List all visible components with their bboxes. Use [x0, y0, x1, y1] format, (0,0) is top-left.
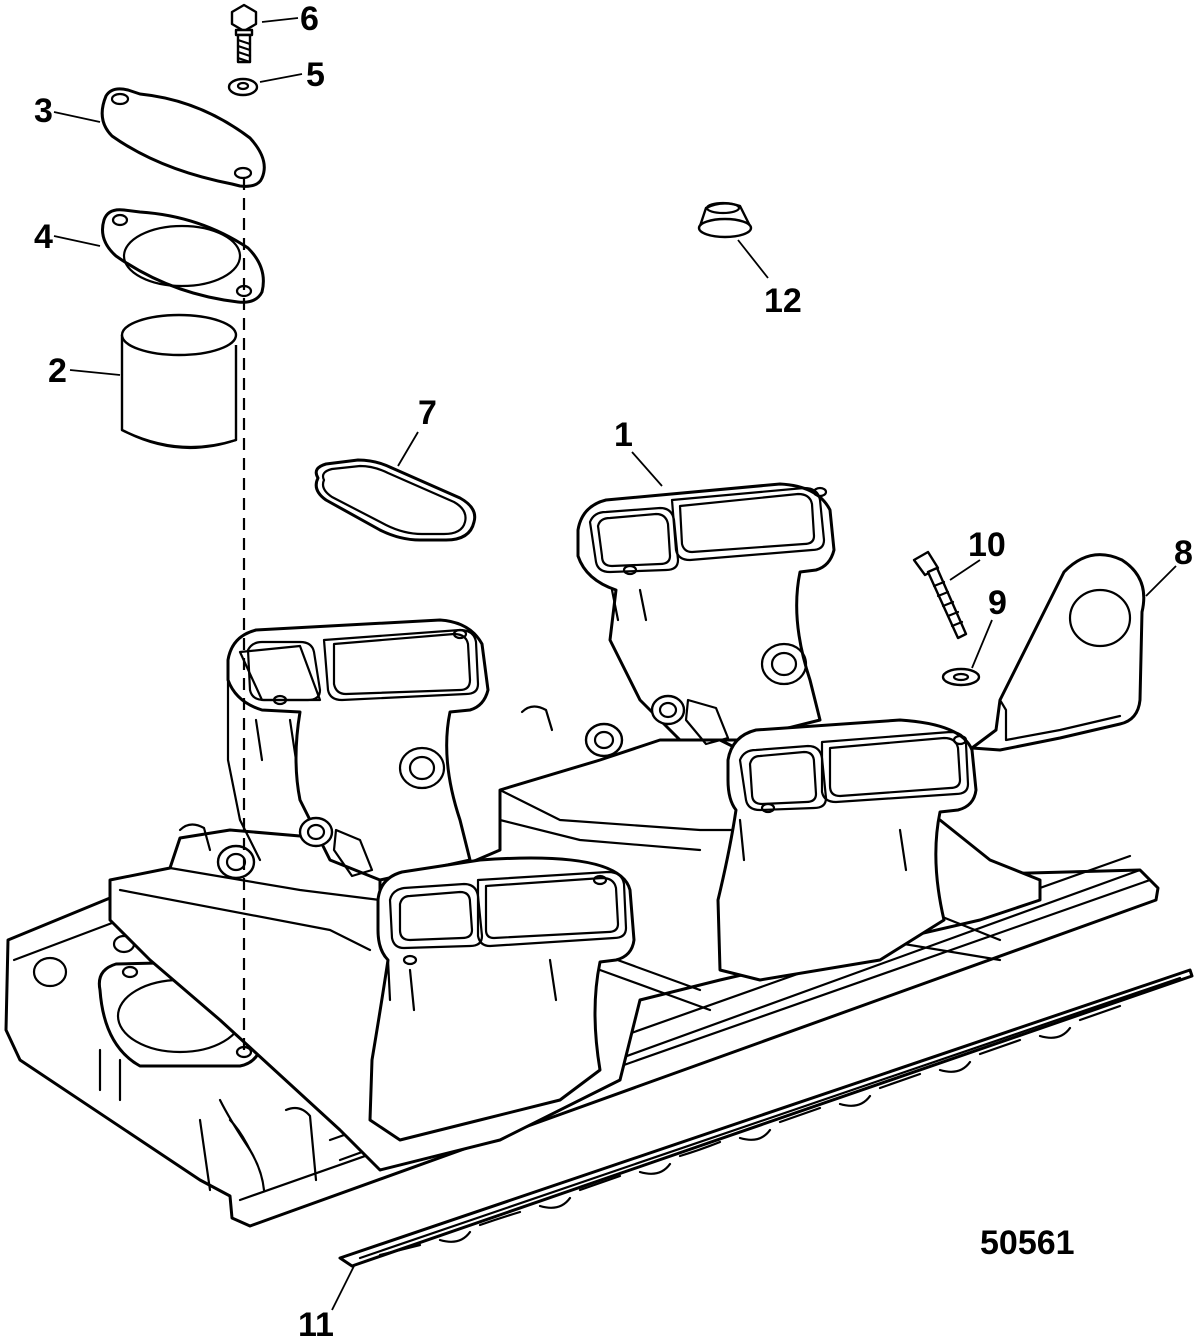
callout-1: 1	[614, 416, 633, 454]
callout-4: 4	[34, 218, 53, 256]
part-11-gasket-strip	[338, 968, 1194, 1268]
part-6-bolt	[230, 3, 258, 64]
part-10-screw	[912, 550, 968, 640]
callout-3: 3	[34, 92, 53, 130]
figure-number: 50561	[980, 1224, 1075, 1262]
part-2-sleeve	[120, 313, 238, 450]
callout-10: 10	[968, 526, 1006, 564]
manifold-port-bosses	[178, 694, 730, 880]
part-12-cap	[697, 201, 753, 239]
callout-12: 12	[764, 282, 802, 320]
callout-5: 5	[306, 56, 325, 94]
callout-2: 2	[48, 352, 67, 390]
leader-lines	[53, 17, 1177, 1311]
part-5-washer	[227, 77, 259, 97]
part-9-washer	[941, 667, 981, 687]
part-4-gasket	[101, 208, 265, 304]
callout-6: 6	[300, 0, 319, 38]
callout-11: 11	[298, 1306, 334, 1338]
part-3-cover-plate	[100, 87, 266, 188]
part-1-intake-manifold	[4, 482, 1160, 1228]
part-8-bracket	[970, 553, 1146, 752]
callout-7: 7	[418, 394, 437, 432]
callout-labels: 6 5 3 4 12 2 7 1 10 8 9 11	[34, 0, 1193, 1338]
part-7-oring	[314, 458, 477, 542]
callout-9: 9	[988, 584, 1007, 622]
callout-8: 8	[1174, 534, 1193, 572]
